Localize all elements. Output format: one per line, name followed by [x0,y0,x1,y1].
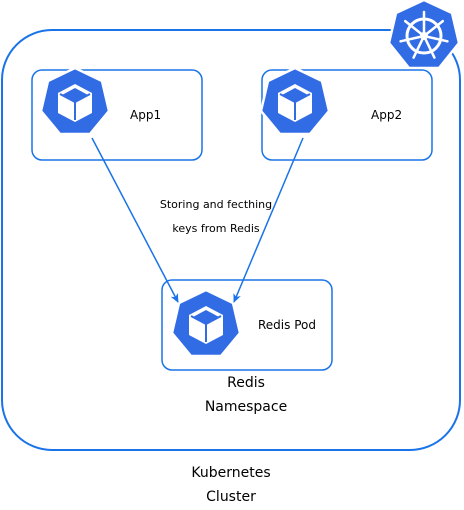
app1-to-redis-arrow [91,137,179,303]
app2-label: App2 [371,108,403,122]
namespace-label-line1: Redis [227,375,265,391]
cluster-label-line1: Kubernetes [191,465,271,481]
edge-label-line1: Storing and fecthing [159,198,273,211]
app2-to-redis-arrow [233,137,304,303]
app1-label: App1 [130,108,162,122]
redis-pod-label: Redis Pod [258,318,316,332]
edge-label-line2: keys from Redis [172,222,260,235]
namespace-boundary [1,29,461,451]
kubernetes-helm-icon [387,0,461,70]
namespace-label-line2: Namespace [204,399,288,415]
cluster-label-line2: Cluster [206,489,256,505]
